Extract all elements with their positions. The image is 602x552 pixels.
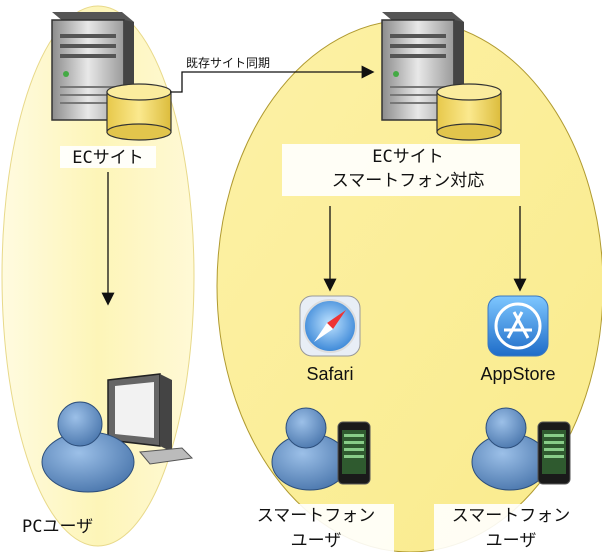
- monitor-icon: [107, 373, 194, 465]
- safari-label: Safari: [306, 364, 353, 384]
- server-icon: [381, 12, 464, 121]
- safari-icon: [299, 295, 361, 357]
- appstore-label: AppStore: [480, 364, 555, 384]
- database-icon: [436, 83, 502, 141]
- appstore-icon: [487, 295, 549, 357]
- left-server-label: ECサイト: [72, 148, 143, 168]
- smartphone-user-2-line-1: スマートフォン: [452, 506, 571, 526]
- pc-user-label: PCユーザ: [22, 517, 93, 537]
- database-icon: [106, 83, 172, 141]
- smartphone-user-1-line-1: スマートフォン: [257, 506, 376, 526]
- right-server-label-2: スマートフォン対応: [332, 171, 485, 191]
- smartphone-user-icon: [271, 407, 371, 491]
- right-server-label-1: ECサイト: [372, 147, 443, 167]
- pc-user-icon: [41, 401, 135, 493]
- smartphone-user-2-line-2: ユーザ: [486, 531, 537, 551]
- sync-label: 既存サイト同期: [186, 56, 270, 70]
- sync-arrow: [170, 65, 375, 93]
- smartphone-user-1-line-2: ユーザ: [291, 531, 342, 551]
- smartphone-user-icon: [471, 407, 571, 491]
